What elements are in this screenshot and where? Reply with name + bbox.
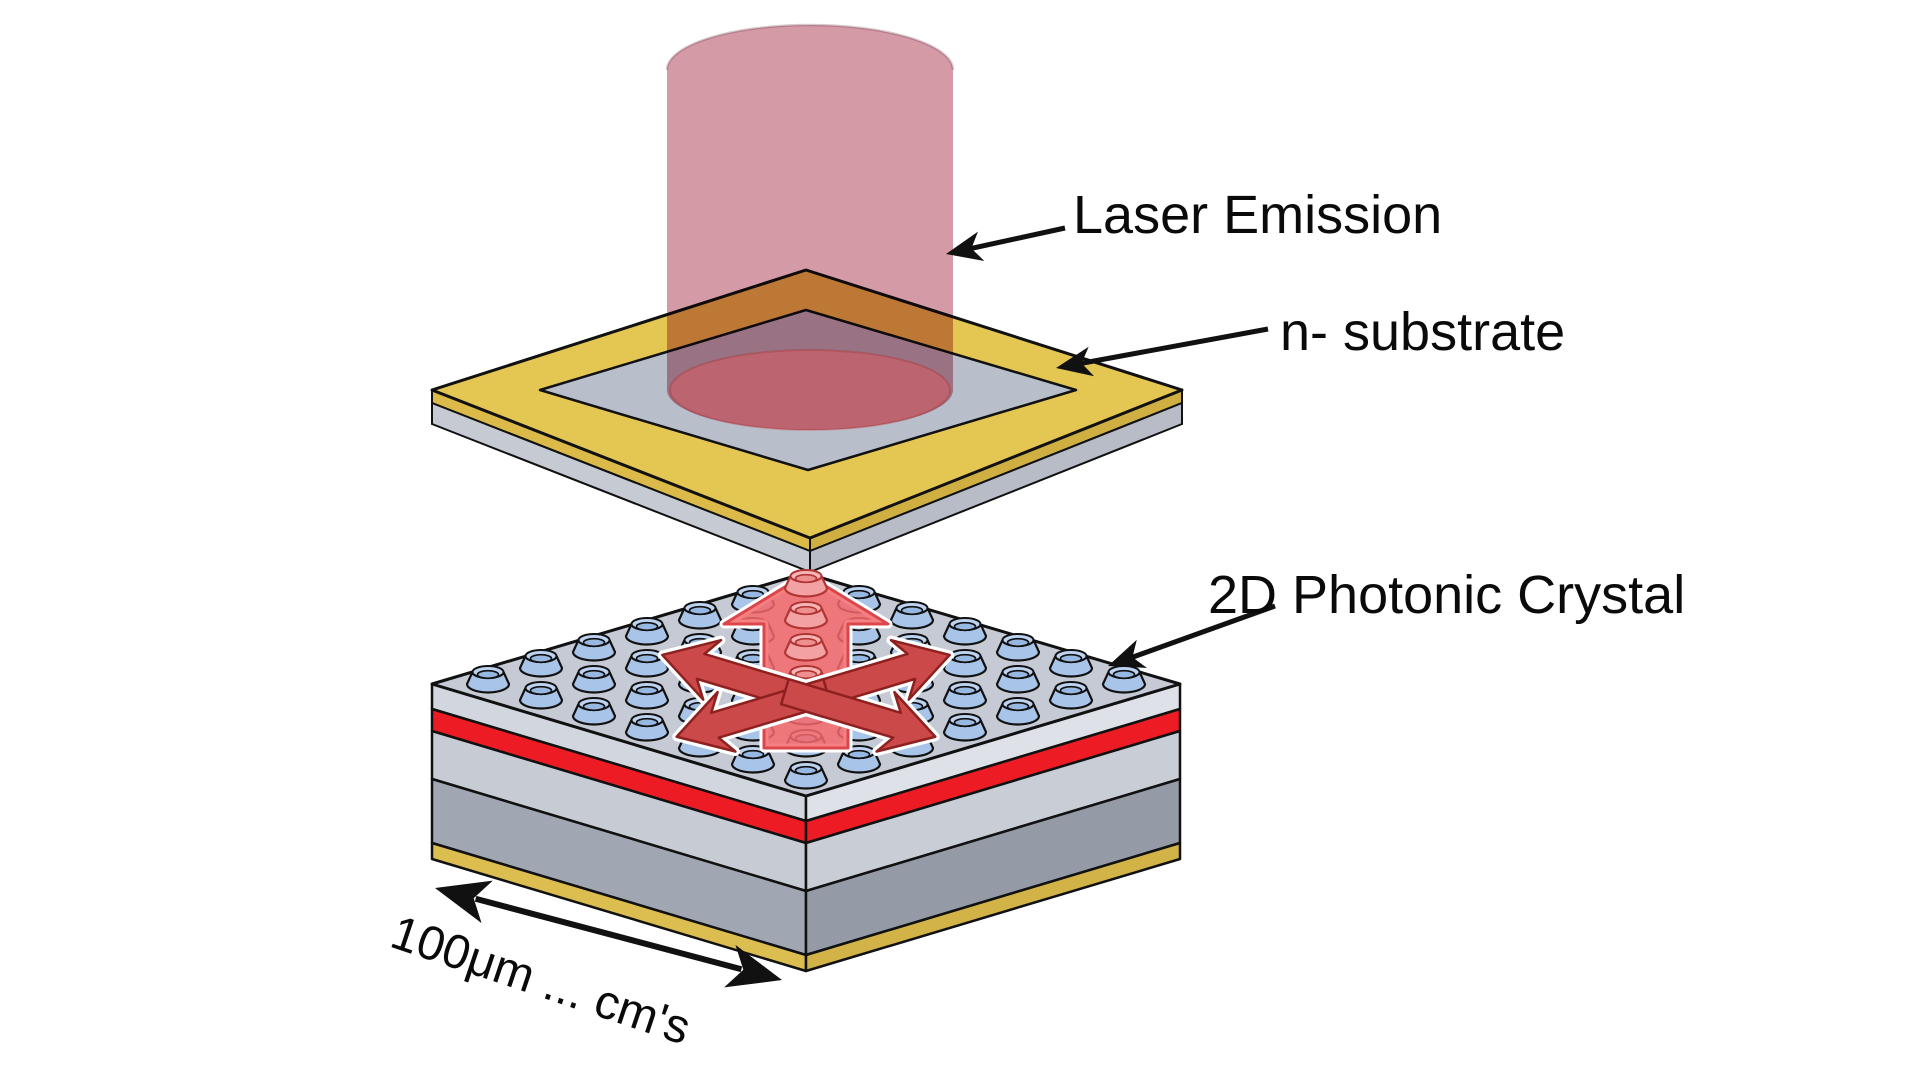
air-hole [942, 713, 988, 742]
air-hole [889, 601, 935, 630]
air-hole [571, 633, 617, 662]
leader-arrows [946, 225, 1276, 668]
air-hole [995, 665, 1041, 694]
plate-substrate-layer-right [809, 401, 1183, 574]
air-hole [942, 649, 988, 678]
air-hole [995, 633, 1041, 662]
air-hole [730, 745, 776, 774]
air-hole [1048, 681, 1094, 710]
scale-arrow [435, 880, 782, 988]
air-hole [624, 649, 670, 678]
air-hole [624, 617, 670, 646]
laser-emission-leader-arrow-head [946, 231, 985, 261]
beam-top-rim [665, 23, 955, 71]
in-plane-arrow-downright [779, 677, 937, 753]
air-hole [571, 697, 617, 726]
photonic-crystal-leader-arrow-head [1108, 639, 1147, 668]
air-hole [942, 617, 988, 646]
air-hole-tinted [783, 633, 829, 662]
scale-arrow-line [474, 895, 743, 973]
air-hole [942, 681, 988, 710]
air-hole [571, 665, 617, 694]
n-substrate-leader-arrow-line [1075, 326, 1269, 367]
scale-arrow-head-right [724, 944, 782, 988]
n-substrate-leader-arrow-head [1056, 346, 1095, 377]
air-hole [1048, 649, 1094, 678]
gold-bottom-contact-right [804, 841, 1182, 973]
air-hole [1101, 665, 1147, 694]
air-hole [677, 601, 723, 630]
air-hole [465, 665, 511, 694]
label-laser-emission: Laser Emission [1073, 185, 1442, 245]
air-hole [783, 761, 829, 790]
scale-arrow-head-left [435, 880, 493, 924]
air-hole [624, 713, 670, 742]
photonic-crystal-leader-arrow-line [1125, 603, 1276, 662]
air-hole [995, 697, 1041, 726]
air-hole [518, 681, 564, 710]
laser-emission-leader-arrow-line [965, 225, 1066, 253]
label-2d-photonic-crystal: 2D Photonic Crystal [1208, 565, 1685, 625]
scale-label: 100μm ... cm's [385, 906, 697, 1055]
air-hole [518, 649, 564, 678]
in-plane-feedback-arrows [657, 635, 955, 757]
air-hole-tinted [783, 569, 829, 598]
laser-beam-body [667, 25, 953, 430]
air-hole-tinted [783, 601, 829, 630]
laser-beam-cylinder [665, 23, 955, 430]
air-hole [624, 681, 670, 710]
label-n-substrate: n- substrate [1280, 302, 1565, 362]
